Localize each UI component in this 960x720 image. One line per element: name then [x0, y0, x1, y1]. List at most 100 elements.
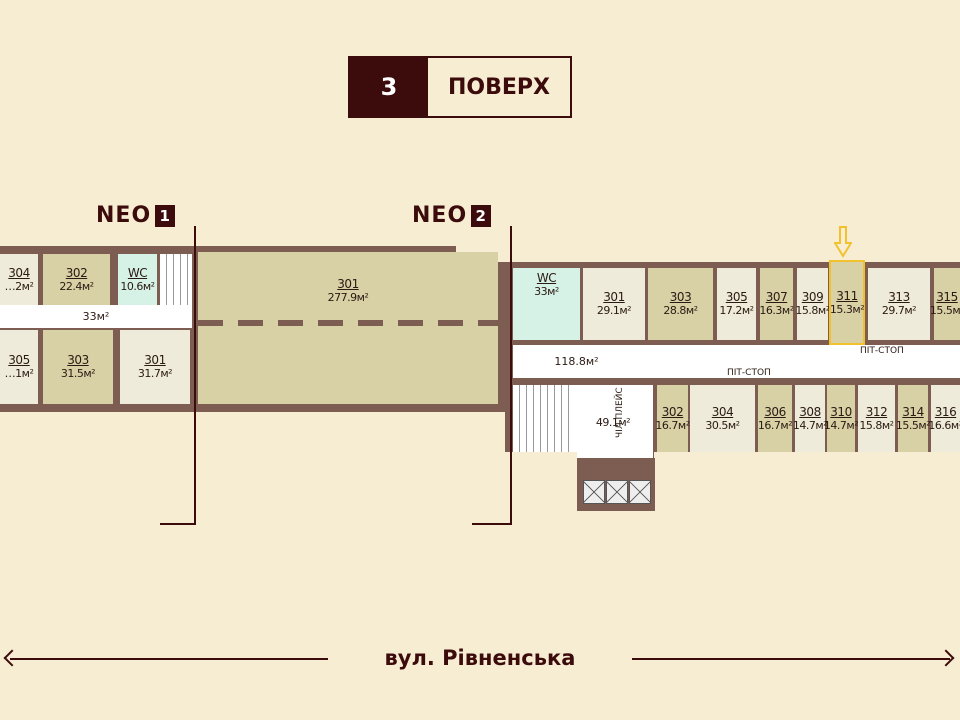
bg-fill	[505, 452, 577, 462]
room[interactable]: 305…1м²	[0, 330, 38, 404]
room-area: 17.2м²	[719, 304, 754, 317]
room-number: 315	[936, 290, 958, 304]
room-number: 313	[888, 290, 910, 304]
room-number: 304	[711, 404, 734, 419]
room-area: 29.1м²	[596, 304, 632, 317]
room-area: 15.5м²	[929, 304, 960, 317]
room-area: 22.4м²	[59, 279, 94, 293]
pit-stop-label: ПІТ-СТОП	[860, 346, 904, 356]
room-area: 49.1м²	[595, 416, 631, 429]
room-number: 311	[836, 288, 858, 303]
room-number: 309	[801, 290, 824, 304]
room-area: 30.5м²	[705, 418, 740, 432]
street-label: вул. Рівненська	[384, 646, 576, 670]
room-area: 31.5м²	[60, 367, 96, 380]
neo1-boundary	[160, 523, 196, 525]
building-number: 2	[471, 204, 492, 227]
pit-stop-label: ПІТ-СТОП	[727, 368, 771, 378]
room-number: 306	[764, 404, 786, 419]
room-number: 305	[725, 290, 748, 304]
room-number: 310	[830, 404, 852, 419]
room-number: 301	[603, 290, 625, 304]
room-area: 10.6м²	[120, 279, 155, 293]
room-area: 14.7м²	[823, 418, 859, 432]
neo2-boundary	[472, 523, 512, 525]
room-number: 303	[67, 353, 89, 367]
street-arrow-left	[10, 658, 328, 660]
staircase	[513, 385, 573, 452]
staircase	[160, 254, 192, 305]
room-area: 15.8м²	[795, 304, 830, 317]
room-number: 314	[902, 404, 924, 419]
room-area: 16.7м²	[757, 418, 793, 432]
room-area: 29.7м²	[881, 304, 917, 317]
room-number: 312	[865, 404, 888, 419]
room[interactable]: 304…2м²	[0, 254, 38, 305]
room-area: 15.3м²	[829, 302, 865, 316]
room-number: 316	[934, 404, 957, 419]
room-area: …2м²	[4, 279, 34, 293]
building-number: 1	[155, 204, 176, 227]
room-area: 16.6м²	[928, 418, 960, 432]
room-number: 304	[8, 265, 30, 280]
room-number: 303	[669, 290, 692, 304]
room-area: 15.8м²	[859, 418, 894, 432]
room-area: 15.5м²	[895, 418, 931, 432]
elevator-icon	[583, 480, 605, 504]
lobby: 49.1м²	[573, 385, 653, 460]
logo-text: NEO	[96, 203, 152, 228]
room-number: 302	[661, 404, 684, 419]
logo-text: NEO	[412, 203, 468, 228]
neo2-boundary	[510, 226, 512, 525]
street-arrow-right	[632, 658, 950, 660]
room-number: 305	[8, 353, 30, 367]
room-area: 28.8м²	[663, 304, 698, 317]
partition	[198, 320, 498, 326]
elevator-icon	[606, 480, 628, 504]
room-area: 16.3м²	[759, 304, 794, 317]
room-number: 307	[765, 290, 788, 304]
room-area: 14.7м²	[792, 418, 828, 432]
room-area: 16.7м²	[655, 418, 690, 432]
room-number: 301	[144, 353, 166, 367]
corridor: 33м²	[0, 305, 192, 328]
room-number: WC	[127, 265, 148, 280]
room-number: 308	[799, 404, 821, 419]
floor-label: ПОВЕРХ	[448, 74, 550, 100]
room-area: 277.9м²	[327, 291, 369, 304]
neo1-boundary	[194, 226, 196, 525]
room-area: …1м²	[4, 367, 34, 380]
bg-fill	[654, 452, 960, 462]
room-number: WC	[536, 271, 557, 285]
elevator-icon	[629, 480, 651, 504]
corridor: 118.8м²	[513, 345, 960, 378]
floor-header: 3 ПОВЕРХ	[348, 56, 572, 118]
chill-place-label: ЧІЛ ПЛЕЙС	[615, 387, 625, 438]
floor-number: 3	[350, 58, 428, 116]
room-area: 33м²	[534, 285, 559, 298]
